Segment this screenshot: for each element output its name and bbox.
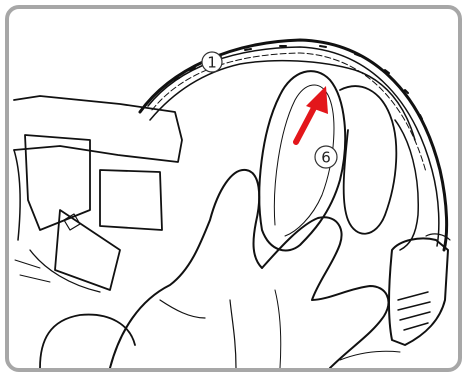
- callout-1-label: 1: [207, 54, 217, 72]
- callout-6: 6: [315, 146, 337, 168]
- callout-6-label: 6: [321, 149, 331, 167]
- callout-1: 1: [202, 52, 222, 72]
